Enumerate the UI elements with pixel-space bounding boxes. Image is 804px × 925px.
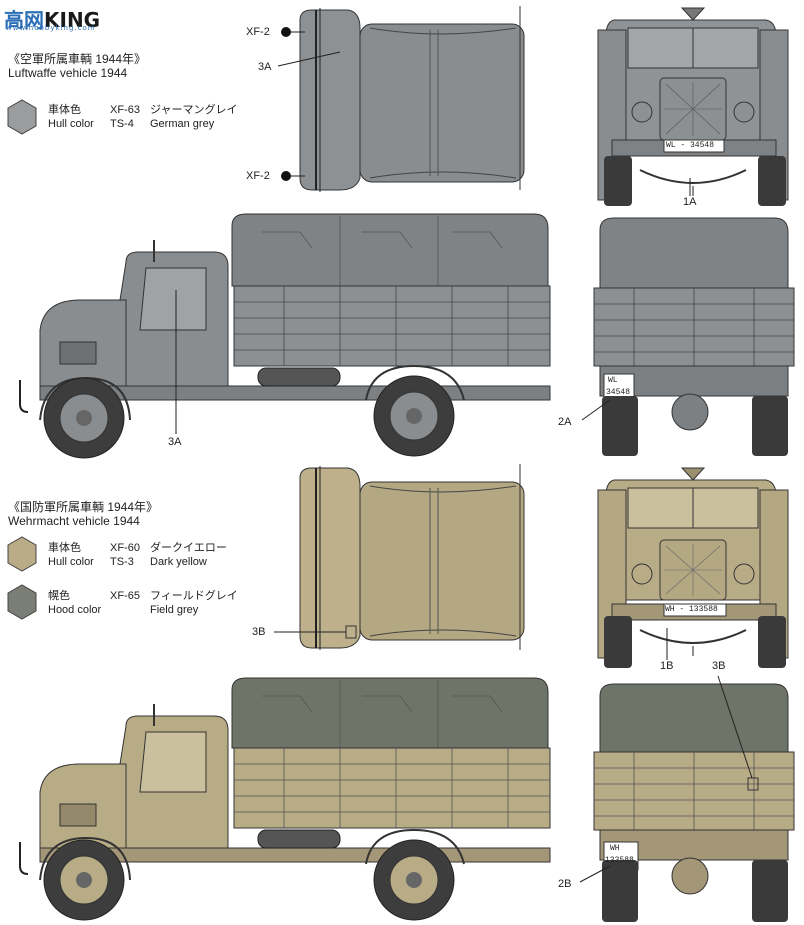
site-logo: 高网KING www.hobbyking.com — [4, 8, 101, 32]
top-view-wehrmacht — [274, 464, 525, 650]
front-plate-1: WL - 34548 — [666, 141, 715, 150]
section-2-title: 《国防軍所属車輌 1944年》 — [8, 500, 159, 514]
rear-view-wehrmacht — [579, 675, 795, 922]
paint-2-jp-name: ダークイエロー — [150, 542, 227, 554]
paint-1-code-2: TS-4 — [110, 118, 134, 130]
paint-1-en-label: Hull color — [48, 118, 94, 130]
paint-3-en-label: Hood color — [48, 604, 102, 616]
callout-3b-rear: 3B — [712, 660, 726, 672]
callout-xf2-bottom: XF-2 — [246, 170, 270, 182]
paint-3-jp-name: フィールドグレイ — [150, 590, 238, 602]
paint-2-en-name: Dark yellow — [150, 556, 207, 568]
rear-view-luftwaffe — [581, 217, 795, 456]
section-2-subtitle: Wehrmacht vehicle 1944 — [8, 514, 140, 528]
callout-3a-side: 3A — [168, 436, 182, 448]
side-view-wehrmacht — [19, 677, 551, 921]
callout-3a-top: 3A — [258, 61, 272, 73]
front-plate-2: WH - 133588 — [665, 605, 718, 614]
paint-3-jp-label: 幌色 — [48, 590, 70, 602]
paint-1-jp-label: 車体色 — [48, 104, 81, 116]
callout-xf2-top: XF-2 — [246, 26, 270, 38]
rear-plate-2-line2: 133588 — [605, 856, 634, 865]
callout-1b: 1B — [660, 660, 674, 672]
paint-2-code-2: TS-3 — [110, 556, 134, 568]
logo-subtext: www.hobbyking.com — [6, 24, 96, 32]
paint-2-en-label: Hull color — [48, 556, 94, 568]
side-view-luftwaffe — [19, 213, 551, 459]
section-1-title: 《空軍所属車輌 1944年》 — [8, 52, 147, 66]
paint-1-code-1: XF-63 — [110, 104, 140, 116]
paint-1-jp-name: ジャーマングレイ — [150, 104, 238, 116]
rear-plate-1-line2: 34548 — [606, 388, 631, 397]
paint-3-en-name: Field grey — [150, 604, 199, 616]
callout-3b-top: 3B — [252, 626, 266, 638]
paint-2-jp-label: 車体色 — [48, 542, 81, 554]
callout-2a: 2A — [558, 416, 572, 428]
callout-2b: 2B — [558, 878, 572, 890]
callout-1a: 1A — [683, 196, 697, 208]
front-view-luftwaffe — [597, 7, 789, 206]
section-1-subtitle: Luftwaffe vehicle 1944 — [8, 66, 128, 80]
paint-2-code-1: XF-60 — [110, 542, 140, 554]
paint-swatch-icon — [7, 99, 37, 620]
paint-1-en-name: German grey — [150, 118, 215, 130]
paint-3-code-1: XF-65 — [110, 590, 140, 602]
rear-plate-2-line1: WH — [610, 844, 620, 853]
top-view-luftwaffe — [277, 6, 528, 192]
rear-plate-1-line1: WL — [608, 376, 618, 385]
front-view-wehrmacht — [597, 467, 789, 668]
